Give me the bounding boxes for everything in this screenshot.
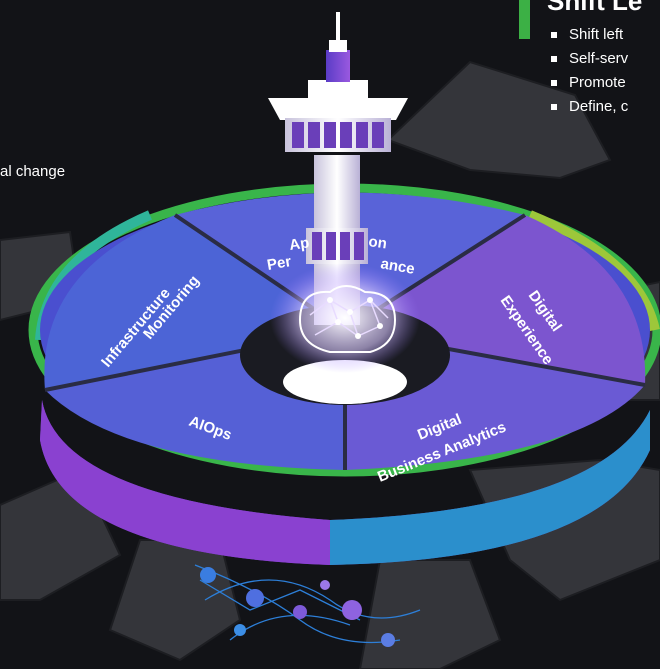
center-light: [283, 360, 407, 404]
control-tower: [268, 12, 408, 325]
panel-title: Shift Le: [547, 0, 643, 16]
bullet-icon: [551, 32, 557, 38]
bullet-item: Define, c: [547, 95, 628, 119]
left-text-fragment: al change: [0, 163, 66, 180]
ai-brain-icon: [270, 263, 420, 373]
bullet-icon: [551, 80, 557, 86]
segment-infrastructure-monitoring[interactable]: [44, 215, 345, 390]
wheel-rim: [40, 400, 650, 565]
bullet-item: Self-serv: [547, 47, 628, 71]
rim-lime-arc: [528, 210, 660, 332]
label-app-perf-line2: Per: [266, 253, 293, 274]
network-nodes: [200, 567, 395, 647]
label-app-perf-line2b: ance: [379, 255, 416, 278]
label-app-perf-line1b: on: [367, 233, 388, 252]
bullet-item: Shift left: [547, 23, 628, 47]
label-app-perf-line1: Ap: [288, 234, 310, 254]
bullet-item: Promote: [547, 71, 628, 95]
bullet-icon: [551, 104, 557, 110]
panel-accent-bar: [519, 0, 530, 39]
shift-left-panel: Shift Le Shift left Self-serv Promote De…: [519, 0, 660, 210]
panel-bullet-list: Shift left Self-serv Promote Define, c: [547, 23, 628, 119]
bullet-icon: [551, 56, 557, 62]
